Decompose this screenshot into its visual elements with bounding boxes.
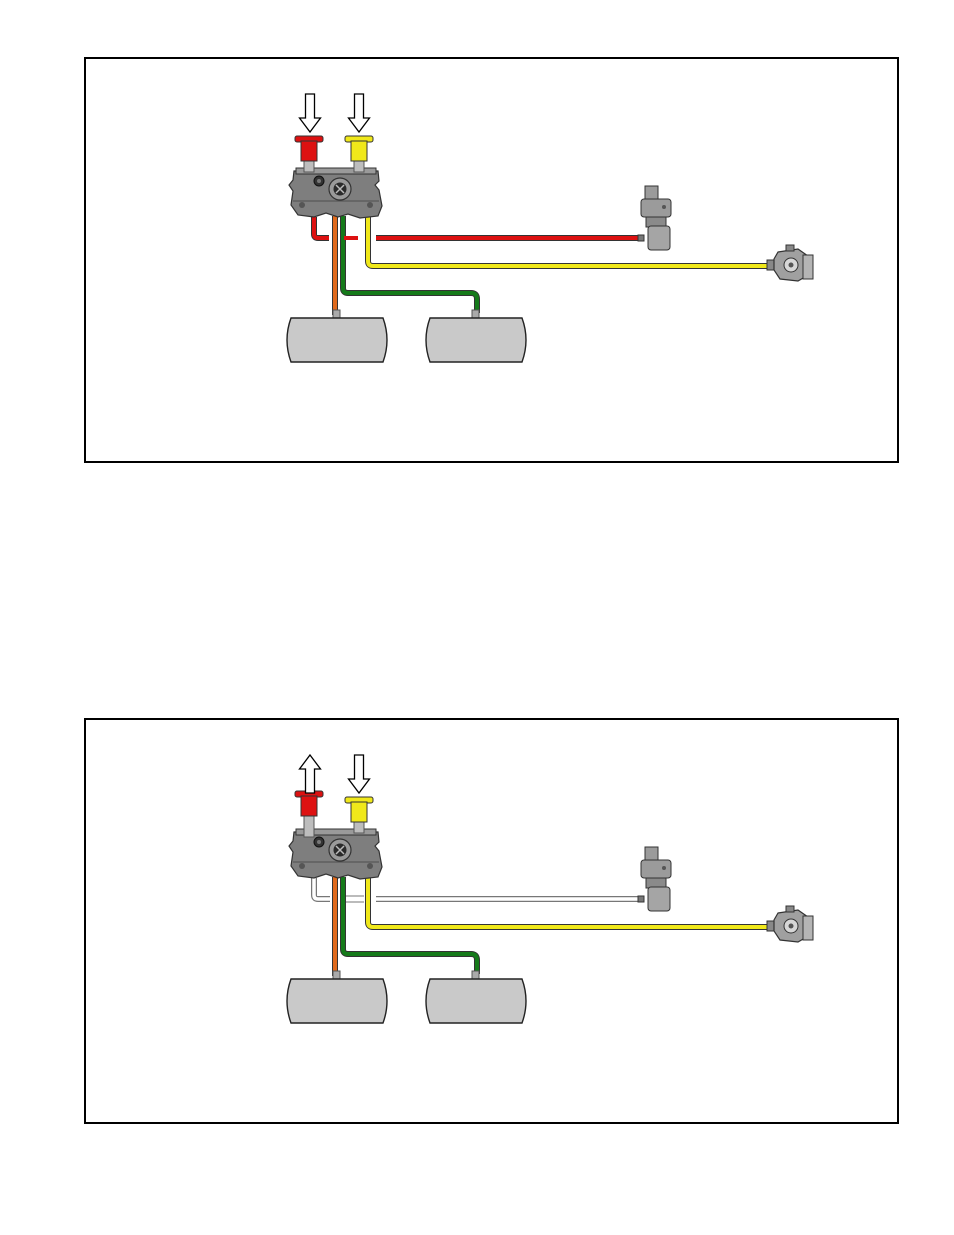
control-valve-manifold bbox=[289, 168, 382, 218]
diagram-panel-1 bbox=[84, 57, 899, 463]
relay-valve bbox=[638, 847, 671, 911]
diagram-panel-2 bbox=[84, 718, 899, 1124]
push-down-arrow bbox=[300, 94, 321, 132]
relay-valve bbox=[638, 186, 671, 250]
primary-air-tank bbox=[287, 971, 387, 1023]
brake-circuit-diagram-2 bbox=[86, 720, 901, 1126]
push-down-arrow bbox=[349, 94, 370, 132]
trailer-supply-knob-yellow bbox=[345, 797, 373, 833]
tractor-supply-dash bbox=[344, 236, 358, 240]
trailer-supply-knob-yellow bbox=[345, 136, 373, 172]
tractor-protection-knob-red bbox=[295, 136, 323, 172]
secondary-air-tank bbox=[426, 310, 526, 362]
trailer-gladhand-coupler bbox=[767, 906, 813, 942]
trailer-gladhand-coupler bbox=[767, 245, 813, 281]
secondary-air-tank bbox=[426, 971, 526, 1023]
pull-up-arrow bbox=[300, 755, 321, 793]
tractor-supply-line-hidden bbox=[314, 878, 330, 899]
tractor-supply-line-hidden bbox=[314, 217, 329, 238]
brake-circuit-diagram-1 bbox=[86, 59, 901, 465]
control-valve-manifold bbox=[289, 829, 382, 879]
primary-air-tank bbox=[287, 310, 387, 362]
push-down-arrow bbox=[349, 755, 370, 793]
